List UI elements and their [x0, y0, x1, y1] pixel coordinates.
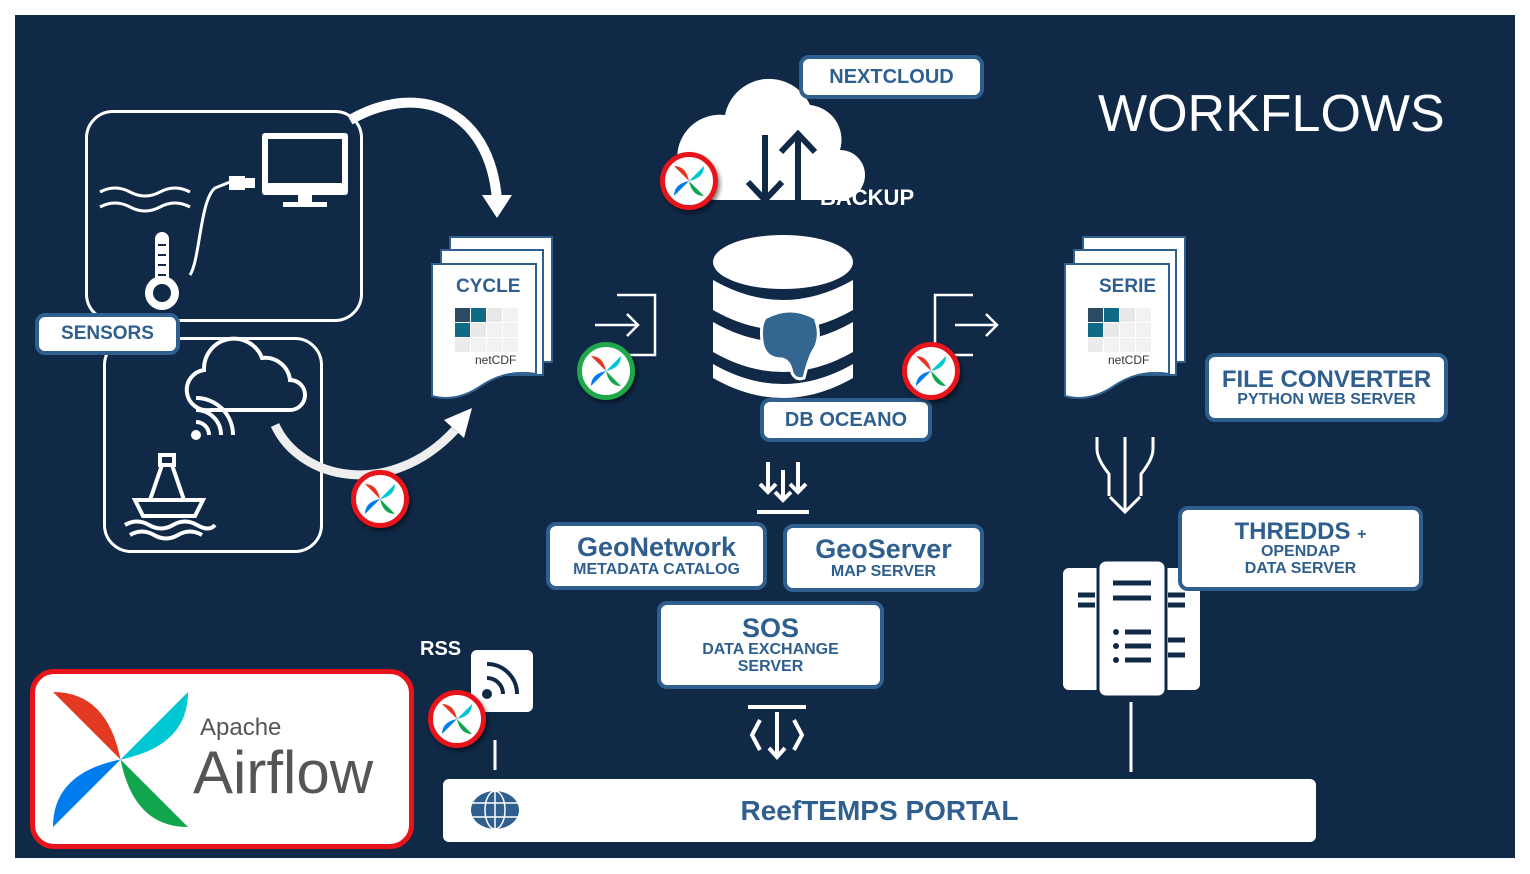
thredds-plus: +	[1357, 526, 1367, 544]
merge-arrow-icon	[1095, 437, 1155, 515]
thredds-title: THREDDS	[1234, 518, 1351, 546]
airflow-badge-cycle-ingest[interactable]	[577, 342, 635, 400]
logo-airflow-text: Airflow	[193, 739, 374, 806]
login-icon	[595, 293, 657, 357]
usb-icon	[229, 176, 255, 190]
sensor-box-buoy	[103, 337, 323, 553]
airflow-badge-sensors[interactable]	[351, 470, 409, 528]
file-converter-title: FILE CONVERTER	[1221, 365, 1432, 393]
airflow-pinwheel-icon	[916, 356, 946, 386]
airflow-pinwheel-icon	[591, 356, 621, 386]
backup-label: BACKUP	[820, 185, 915, 210]
cloud-icon	[184, 336, 307, 413]
file-converter-subtitle: PYTHON WEB SERVER	[1237, 390, 1416, 408]
thredds-opendap: OPENDAP	[1260, 543, 1341, 561]
geonetwork-title: GeoNetwork	[576, 532, 737, 563]
geonetwork-subtitle: METADATA CATALOG	[573, 560, 740, 578]
airflow-badge-serie-export[interactable]	[902, 342, 960, 400]
file-converter-label: FILE CONVERTER PYTHON WEB SERVER	[1205, 353, 1448, 422]
download-icon	[757, 462, 809, 514]
database-icon	[713, 235, 853, 398]
server-icon	[1063, 558, 1200, 699]
cycle-netcdf-document-icon	[431, 236, 553, 399]
serie-netcdf-document-icon	[1064, 236, 1186, 399]
buoy-icon	[123, 453, 217, 541]
nextcloud-label: NEXTCLOUD	[799, 55, 984, 99]
wifi-icon	[191, 396, 235, 440]
sensors-label-text: SENSORS	[61, 323, 154, 345]
sync-arrows-icon	[745, 129, 818, 205]
arrowhead	[482, 195, 512, 218]
sensors-label: SENSORS	[35, 313, 180, 355]
postgresql-elephant-icon	[759, 309, 820, 381]
page-title: WORKFLOWS	[1098, 85, 1445, 143]
db-oceano-label: DB OCEANO	[760, 398, 932, 442]
globe-www-icon	[471, 790, 519, 830]
sos-title: SOS	[741, 613, 800, 644]
monitor-icon	[262, 133, 348, 207]
geoserver-label: GeoServer MAP SERVER	[783, 524, 984, 592]
db-oceano-label-text: DB OCEANO	[784, 408, 908, 431]
airflow-pinwheel-icon	[365, 484, 395, 514]
rss-label: RSS	[420, 638, 462, 660]
arrow-sensors-to-cycle-top	[347, 97, 502, 201]
airflow-pinwheel-icon	[53, 692, 188, 827]
arrow-buoy-to-cycle	[270, 422, 459, 480]
nextcloud-label-text: NEXTCLOUD	[829, 65, 954, 88]
cable	[188, 180, 231, 276]
rss-icon	[471, 650, 533, 712]
serie-netcdf-label: netCDF	[1108, 353, 1150, 367]
geonetwork-label: GeoNetwork METADATA CATALOG	[546, 522, 767, 590]
serie-label: SERIE	[1099, 276, 1157, 297]
apache-airflow-logo: Apache Airflow	[30, 669, 414, 849]
geoserver-subtitle: MAP SERVER	[830, 562, 937, 580]
reeftemps-portal-bar[interactable]: ReefTEMPS PORTAL	[443, 779, 1316, 842]
portal-title: ReefTEMPS PORTAL	[740, 794, 1019, 826]
arrowhead	[444, 408, 472, 438]
sos-line3: SERVER	[737, 658, 804, 676]
sensor-box-station	[85, 110, 363, 322]
thredds-label: THREDDS + OPENDAP DATA SERVER	[1178, 506, 1423, 591]
sos-line2: DATA EXCHANGE	[702, 641, 839, 659]
airflow-badge-rss[interactable]	[428, 690, 486, 748]
airflow-pinwheel-icon	[674, 166, 704, 196]
nextcloud-cloud-icon	[677, 78, 865, 205]
waves-icon	[99, 186, 191, 213]
airflow-badge-backup[interactable]	[660, 152, 718, 210]
sos-label: SOS DATA EXCHANGE SERVER	[657, 601, 884, 689]
airflow-pinwheel-icon	[442, 704, 472, 734]
thermometer-icon	[145, 232, 179, 310]
geoserver-title: GeoServer	[815, 534, 952, 565]
cycle-label: CYCLE	[456, 276, 521, 297]
logo-apache-text: Apache	[200, 714, 282, 741]
cycle-netcdf-label: netCDF	[475, 353, 517, 367]
distribute-arrows-icon	[748, 705, 806, 761]
thredds-data-server: DATA SERVER	[1244, 560, 1357, 578]
